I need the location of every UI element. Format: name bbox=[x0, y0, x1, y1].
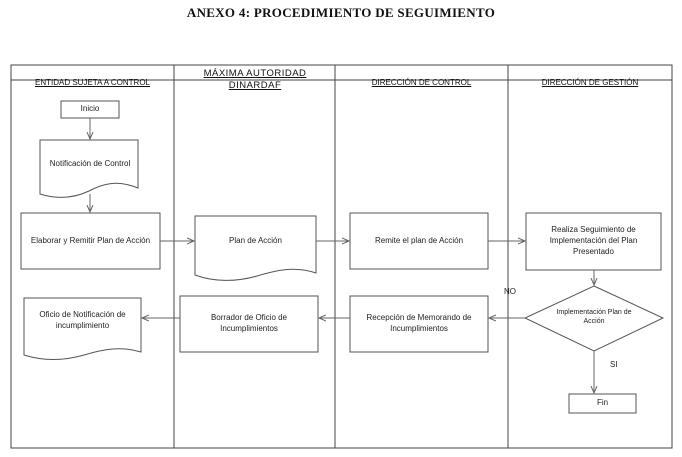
elaborate-plan-label: Elaborar y Remitir Plan de Acción bbox=[30, 235, 151, 245]
elaborate-plan-box bbox=[20, 212, 161, 270]
edge-label-si: SI bbox=[610, 360, 618, 369]
draft-letter-box bbox=[179, 295, 319, 353]
notification-letter-document bbox=[23, 297, 142, 360]
end-label: Fin bbox=[596, 398, 609, 408]
notification-document bbox=[39, 139, 139, 198]
action-plan-document bbox=[194, 215, 317, 281]
lane-header-entity: ENTIDAD SUJETA A CONTROL bbox=[35, 78, 150, 87]
receipt-memo-box bbox=[349, 295, 489, 353]
lane-header-control: DIRECCIÓN DE CONTROL bbox=[371, 78, 472, 87]
receipt-memo-label: Recepción de Memorando de Incumplimiento… bbox=[366, 313, 472, 333]
action-plan-label: Plan de Acción bbox=[229, 235, 282, 245]
draft-letter-label: Borrador de Oficio de Incumplimientos bbox=[210, 313, 288, 333]
end-node bbox=[568, 393, 637, 414]
follow-up-label: Realiza Seguimiento de Implementación de… bbox=[549, 225, 638, 256]
follow-up-box bbox=[525, 212, 662, 271]
edge-label-no: NO bbox=[504, 287, 516, 296]
swimlane-frame bbox=[10, 64, 673, 449]
notification-letter-label: Oficio de Notificación de incumplimiento bbox=[39, 310, 126, 330]
lane-header-management: DIRECCIÓN DE GESTIÓN bbox=[541, 78, 639, 87]
page-title: ANEXO 4: PROCEDIMIENTO DE SEGUIMIENTO bbox=[186, 5, 496, 20]
remits-plan-box bbox=[349, 212, 489, 270]
lane-header-authority: MÁXIMA AUTORIDAD DINARDAF bbox=[203, 68, 307, 91]
notification-label: Notificación de Control bbox=[49, 158, 131, 168]
remits-plan-label: Remite el plan de Acción bbox=[374, 235, 464, 245]
decision-label: Implementación Plan de Acción bbox=[556, 308, 632, 325]
start-label: Inicio bbox=[80, 104, 100, 114]
